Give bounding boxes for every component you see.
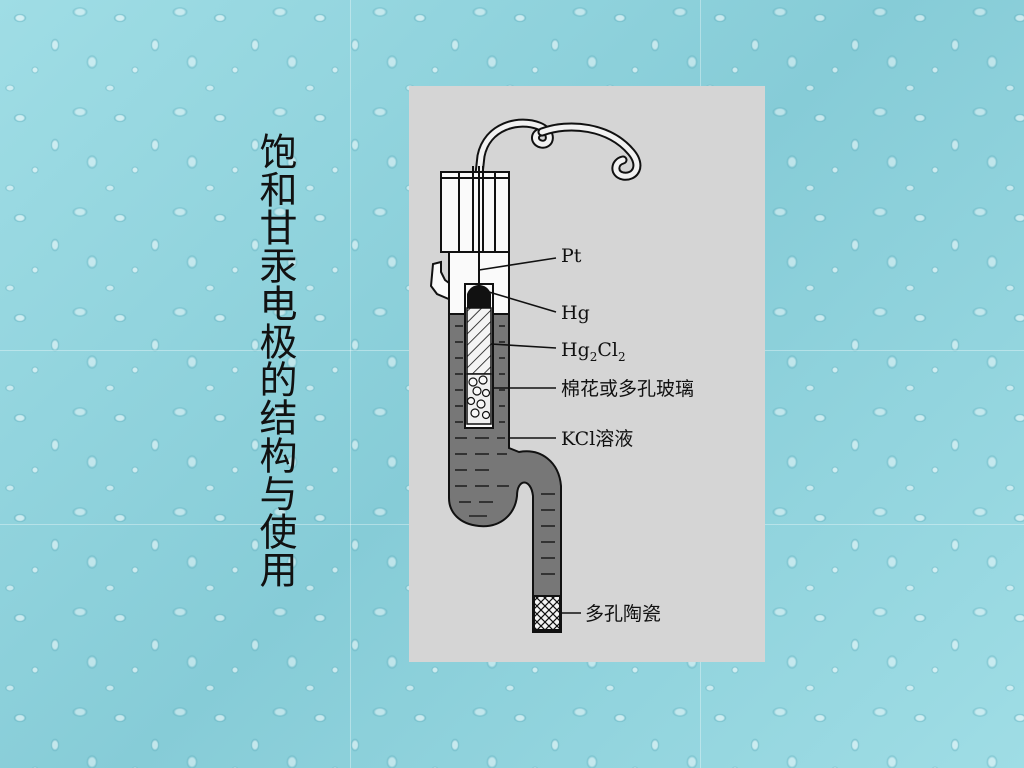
tile-seam	[350, 0, 351, 768]
cotton-texture	[466, 375, 491, 420]
electrode-cap	[440, 171, 510, 253]
calomel-electrode-diagram: Pt Hg Hg2Cl2 棉花或多孔玻璃 KCl溶液 多孔陶瓷	[429, 118, 694, 633]
leader-lines	[478, 257, 581, 614]
label-hg: Hg	[561, 302, 590, 324]
label-cotton-or-porous-glass: 棉花或多孔玻璃	[561, 378, 694, 400]
calomel-paste	[466, 307, 492, 375]
slide-title: 饱和甘汞电极的结构与使用	[253, 132, 297, 588]
label-hg2cl2: Hg2Cl2	[561, 339, 626, 364]
label-pt: Pt	[561, 245, 582, 267]
porous-ceramic	[533, 595, 561, 631]
mercury	[467, 285, 491, 308]
figure-panel: Pt Hg Hg2Cl2 棉花或多孔玻璃 KCl溶液 多孔陶瓷	[409, 86, 765, 662]
connecting-wire-tail	[537, 122, 642, 181]
label-porous-ceramic: 多孔陶瓷	[585, 603, 661, 625]
solution-dashes	[455, 325, 555, 575]
label-kcl-solution: KCl溶液	[561, 428, 633, 450]
